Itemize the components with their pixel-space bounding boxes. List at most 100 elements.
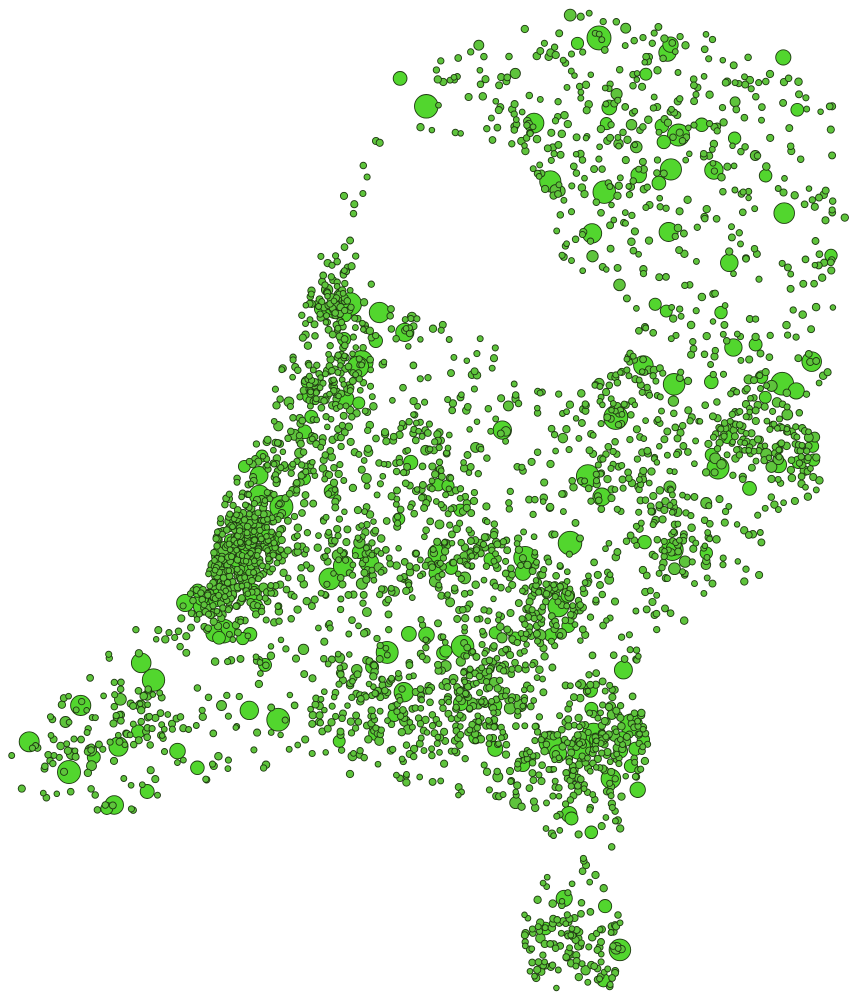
map-point [622,294,631,303]
map-point [413,486,421,493]
map-point [577,94,585,102]
map-point [786,142,795,150]
map-point [817,108,824,115]
map-point [312,395,320,403]
map-point [641,496,650,504]
map-point [225,630,233,638]
map-point [696,418,704,425]
map-point [576,12,585,21]
map-point [625,118,638,131]
map-point [223,526,231,534]
map-point [622,219,629,227]
map-point [530,697,538,704]
map-point [557,725,566,734]
map-point [434,619,442,628]
map-point [385,554,393,562]
map-point [755,570,764,580]
map-point [225,567,233,574]
map-point [826,125,835,134]
map-point [603,474,612,484]
map-point [414,94,439,119]
map-point [526,967,534,975]
map-point [794,354,803,363]
map-point [597,822,606,831]
map-point [298,461,306,469]
map-point [484,404,493,413]
map-point [322,513,330,521]
map-point [489,354,499,363]
map-point [193,684,202,692]
map-point [349,561,357,569]
map-point [299,448,308,456]
map-point [396,574,404,582]
map-point [480,576,488,584]
map-point [592,596,600,604]
map-point [610,597,620,606]
map-point [810,279,818,288]
map-point [739,188,747,196]
map-point [561,616,570,625]
map-point [368,566,376,574]
map-point [514,399,523,408]
map-point [367,280,375,288]
map-point [418,481,427,489]
map-point [602,100,610,108]
map-point [528,759,537,767]
map-point [405,581,413,589]
map-point [537,777,546,786]
map-point [781,408,794,421]
map-point [359,590,368,599]
map-point [338,421,346,430]
map-point [481,650,489,657]
map-point [416,572,424,580]
map-point [372,724,380,732]
map-point [461,614,470,623]
map-point [714,305,728,320]
map-point [137,717,145,726]
map-point [663,451,671,459]
map-point [308,435,316,443]
map-point [317,252,325,260]
map-point [324,423,331,431]
map-point [586,613,595,621]
map-point [466,537,475,545]
map-point [57,700,67,709]
map-point [492,97,500,105]
map-point [784,74,793,83]
map-point [405,417,413,426]
map-point [298,509,306,517]
map-point [462,503,471,512]
map-point [387,325,396,333]
map-point [530,533,538,541]
map-point [341,306,349,315]
map-point [335,680,343,688]
map-point [341,279,349,288]
map-point [643,383,651,392]
map-point [418,696,426,704]
map-point [208,760,217,768]
map-point [275,554,283,561]
map-point [675,207,684,216]
map-point [595,30,603,38]
map-point [766,331,774,340]
map-point [402,778,411,787]
map-point [618,461,626,470]
map-point [428,324,438,333]
map-point [327,452,336,462]
map-point [569,483,578,492]
map-point [594,714,602,722]
map-point [284,574,292,582]
map-point [473,350,481,358]
map-point [376,480,384,488]
map-point [566,944,574,952]
map-point [521,722,529,730]
map-point [745,355,754,364]
map-point [553,984,560,992]
map-point [387,305,395,313]
map-point [269,565,277,573]
map-point [649,104,658,112]
map-point [457,575,465,583]
map-point [615,65,624,74]
map-point [299,498,309,508]
map-point [737,147,745,156]
